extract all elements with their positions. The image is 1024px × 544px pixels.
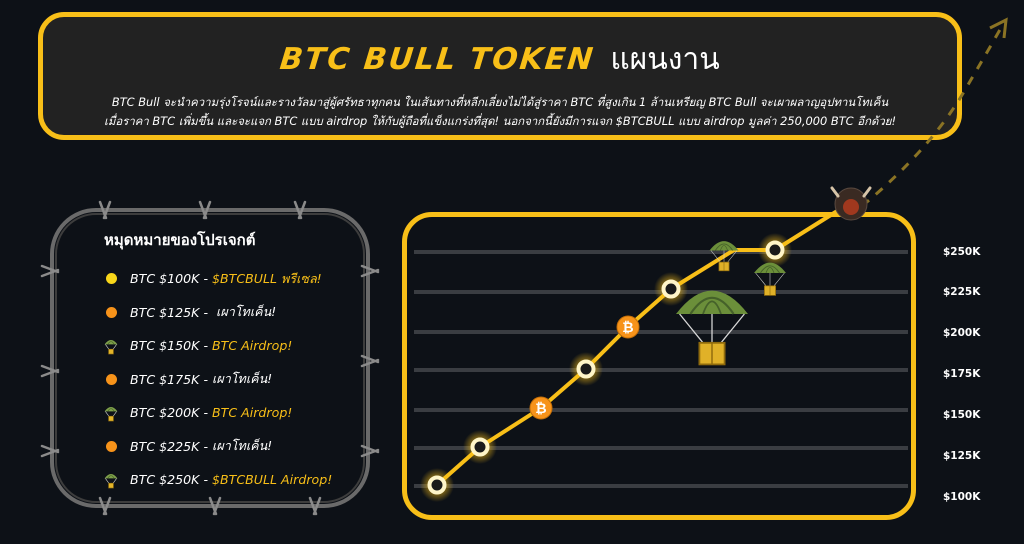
orange-dot-icon (100, 303, 122, 321)
milestone-action: BTC Airdrop! (212, 338, 293, 354)
milestone-item: BTC $200K - BTC Airdrop! (100, 396, 370, 430)
milestone-action: $BTCBULL พรีเซล! (212, 270, 322, 286)
roadmap-description: BTC Bull จะนำความรุ่งโรจน์และรางวัลมาสู่… (75, 93, 925, 131)
milestone-separator: - (199, 271, 213, 287)
y-tick-label: $225K (943, 286, 981, 298)
yellow-dot-icon (100, 270, 122, 288)
milestone-node (661, 279, 681, 299)
milestone-price: BTC $125K (130, 304, 200, 320)
milestone-separator: - (199, 304, 217, 320)
milestone-separator: - (199, 438, 213, 454)
bitcoin-icon (616, 315, 640, 339)
parachute-icon (100, 404, 122, 422)
milestone-item: BTC $125K - เผาโทเค็น! (100, 296, 370, 330)
y-tick-label: $250K (943, 246, 981, 258)
milestones-list: BTC $100K - $BTCBULL พรีเซล!BTC $125K - … (100, 262, 370, 497)
bitcoin-icon (529, 396, 553, 420)
description-line-1: BTC Bull จะนำความรุ่งโรจน์และรางวัลมาสู่… (111, 95, 889, 109)
parachute-crate-icon (754, 262, 786, 296)
milestone-item: BTC $175K - เผาโทเค็น! (100, 363, 370, 397)
milestone-action: เผาโทเค็น! (216, 304, 277, 320)
orange-dot-icon (100, 370, 122, 388)
orange-dot-icon (100, 437, 122, 455)
bull-horns (830, 186, 872, 198)
milestone-price: BTC $150K (130, 338, 200, 354)
bull-face (843, 199, 859, 215)
milestone-separator: - (199, 338, 213, 354)
milestone-node (765, 240, 785, 260)
milestone-node (576, 359, 596, 379)
milestone-price: BTC $175K (130, 371, 200, 387)
milestone-action: $BTCBULL Airdrop! (212, 472, 333, 488)
page-title: BTC BULL TOKEN แผนงาน (43, 41, 957, 79)
milestone-separator: - (199, 472, 213, 488)
y-tick-label: $125K (943, 450, 981, 462)
milestone-action: เผาโทเค็น! (212, 371, 273, 387)
y-tick-label: $100K (943, 491, 981, 503)
parachute-crate-icon (709, 241, 739, 272)
milestone-price: BTC $200K (130, 405, 200, 421)
milestones-title: หมุดหมายของโปรเจกต์ (104, 231, 256, 249)
parachute-icon (100, 337, 122, 355)
milestone-item: BTC $100K - $BTCBULL พรีเซล! (100, 262, 370, 296)
milestone-price: BTC $225K (130, 438, 200, 454)
y-tick-label: $150K (943, 409, 981, 421)
roadmap-chart-frame (402, 212, 916, 520)
milestone-item: BTC $150K - BTC Airdrop! (100, 329, 370, 363)
milestone-node (427, 475, 447, 495)
description-line-2: เมื่อราคา BTC เพิ่มขึ้น และจะแจก BTC แบบ… (103, 114, 897, 128)
y-tick-label: $200K (943, 327, 981, 339)
y-tick-label: $175K (943, 368, 981, 380)
milestone-item: BTC $225K - เผาโทเค็น! (100, 430, 370, 464)
parachute-crate-icon (676, 290, 748, 366)
bitcoin-symbol: ₿ (622, 320, 633, 336)
milestones-panel: หมุดหมายของโปรเจกต์ BTC $100K - $BTCBULL… (100, 228, 370, 497)
milestone-price: BTC $250K (130, 472, 200, 488)
milestone-separator: - (199, 405, 213, 421)
milestone-action: เผาโทเค็น! (212, 438, 273, 454)
roadmap-header-card: BTC BULL TOKEN แผนงาน BTC Bull จะนำความร… (38, 12, 962, 140)
milestone-node (470, 437, 490, 457)
milestone-price: BTC $100K (130, 271, 200, 287)
barbed-wire-frame (40, 200, 380, 516)
bitcoin-symbol: ₿ (535, 401, 546, 417)
milestone-item: BTC $250K - $BTCBULL Airdrop! (100, 463, 370, 497)
milestone-action: BTC Airdrop! (212, 405, 293, 421)
parachute-icon (100, 471, 122, 489)
title-roadmap: แผนงาน (610, 42, 720, 77)
milestone-separator: - (199, 371, 213, 387)
